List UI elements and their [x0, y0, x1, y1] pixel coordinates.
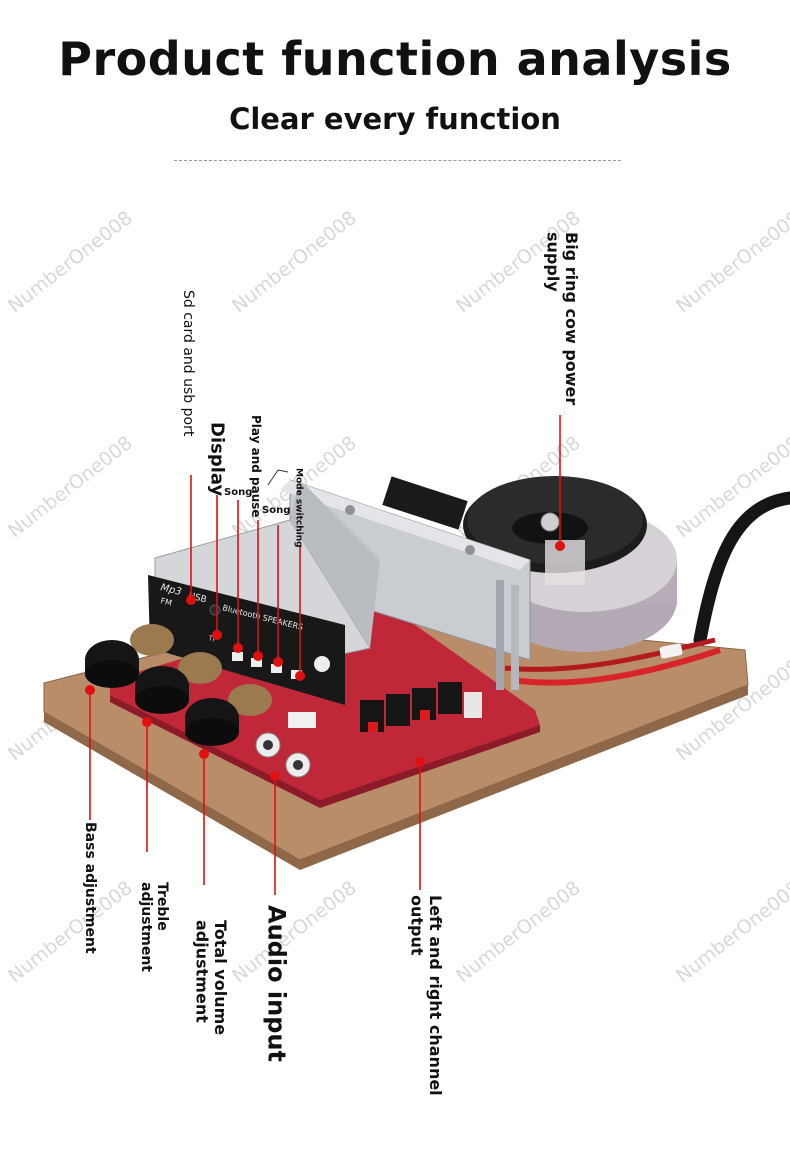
total-volume-label: Total volume adjustment: [192, 920, 230, 1036]
sd-usb-port-label: Sd card and usb port: [180, 290, 197, 437]
audio-input-label: Audio input: [262, 905, 291, 1062]
treble-adjustment-label: Treble adjustment: [137, 882, 170, 973]
previous-song-label: Song: [224, 487, 253, 498]
channel-output-label: Left and right channel output: [407, 895, 445, 1096]
mode-switching-label: Mode switching: [293, 468, 304, 548]
rca-jacks: [255, 712, 316, 778]
heat-sink: [280, 476, 531, 690]
power-cable: [693, 491, 790, 647]
speaker-terminals: [360, 682, 482, 732]
tf-label: TF: [207, 634, 218, 644]
page-title: Product function analysis: [58, 32, 732, 86]
fm-label: FM: [160, 596, 173, 608]
power-supply-label: Big ring cow power supply: [543, 232, 581, 406]
title-divider: [174, 160, 621, 161]
page-subtitle: Clear every function: [229, 102, 561, 136]
front-panel: Mp3 FM USB TF Bluetooth SPEAKERS: [148, 575, 345, 705]
play-pause-label: Play and pause: [248, 415, 263, 518]
treble-knob: [135, 652, 222, 714]
bass-knob: [85, 624, 174, 688]
volume-knob: [185, 684, 272, 746]
display-label: Display: [206, 422, 228, 497]
next-song-label: Song: [262, 505, 291, 516]
mp3-label: Mp3: [159, 582, 182, 598]
bass-adjustment-label: Bass adjustment: [82, 822, 99, 954]
